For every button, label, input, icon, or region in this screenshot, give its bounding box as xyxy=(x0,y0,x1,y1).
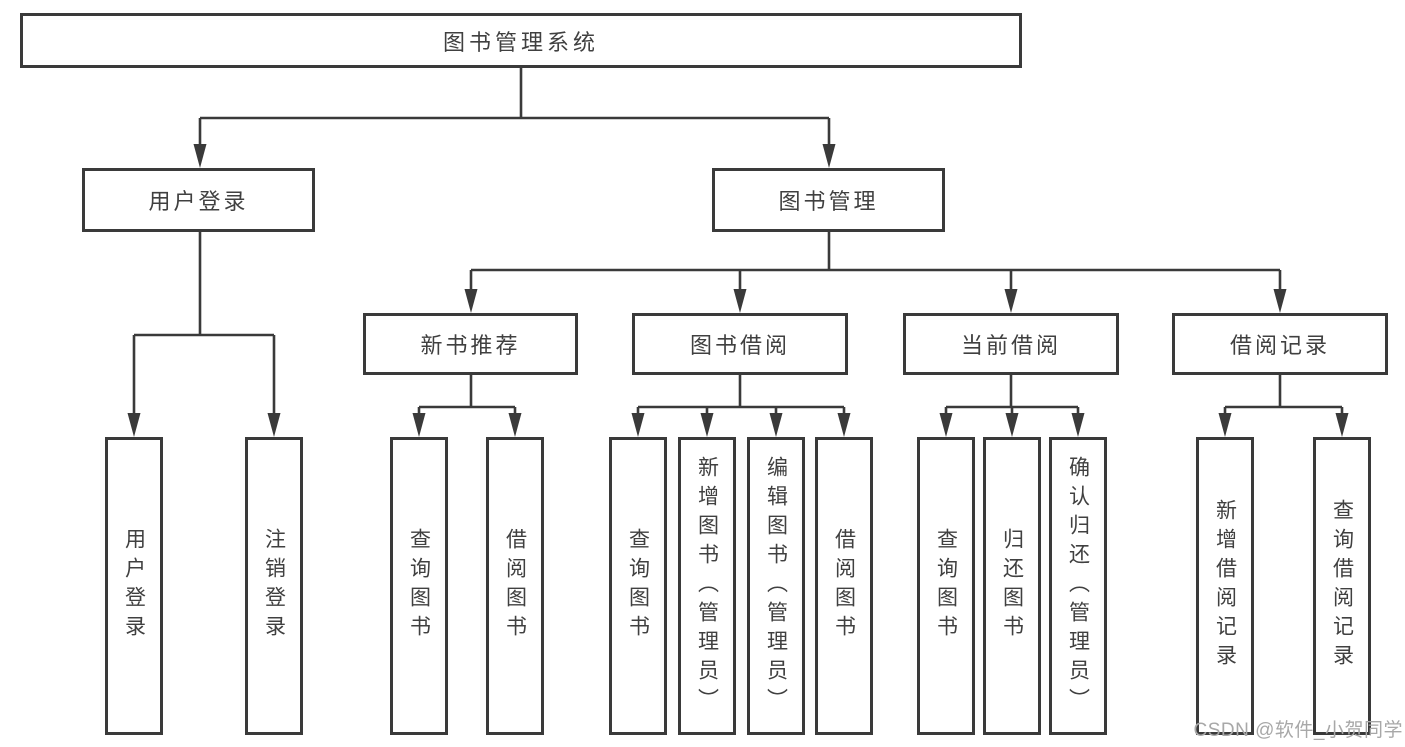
leaf-label: 注销登录 xyxy=(262,528,286,644)
node-book-management: 图书管理 xyxy=(712,168,945,232)
leaf-label: 查询图书 xyxy=(626,528,650,644)
node-label: 图书管理系统 xyxy=(442,29,599,55)
arrow-icon xyxy=(631,413,645,437)
node-borrowing-records: 借阅记录 xyxy=(1172,313,1388,375)
leaf-label: 查询借阅记录 xyxy=(1330,499,1354,673)
arrow-icon xyxy=(508,413,522,437)
node-label: 当前借阅 xyxy=(960,333,1061,358)
connector-bookborrow-to-leaves xyxy=(636,375,846,415)
arrow-icon xyxy=(822,144,836,168)
node-current-borrowing: 当前借阅 xyxy=(903,313,1119,375)
leaf-label: 借阅图书 xyxy=(832,528,856,644)
connector-newbook-to-leaves xyxy=(417,375,517,415)
leaf-label: 用户登录 xyxy=(122,528,146,644)
connector-root-to-level2 xyxy=(198,68,831,146)
leaf-edit-book-admin: 编辑图书（管理员） xyxy=(747,437,805,735)
leaf-query-books-newbook: 查询图书 xyxy=(390,437,448,735)
arrow-icon xyxy=(193,144,207,168)
arrow-icon xyxy=(1004,289,1018,313)
node-label: 图书管理 xyxy=(778,189,879,214)
leaf-label: 新增借阅记录 xyxy=(1213,499,1237,673)
arrow-icon xyxy=(1005,413,1019,437)
leaf-query-books-borrowing: 查询图书 xyxy=(609,437,667,735)
connector-records-to-leaves xyxy=(1223,375,1344,415)
arrow-icon xyxy=(412,413,426,437)
arrow-icon xyxy=(1335,413,1349,437)
leaf-label: 归还图书 xyxy=(1000,528,1024,644)
arrow-icon xyxy=(700,413,714,437)
arrow-icon xyxy=(837,413,851,437)
arrow-icon xyxy=(464,289,478,313)
arrow-icon xyxy=(1273,289,1287,313)
arrow-icon xyxy=(1071,413,1085,437)
node-label: 图书借阅 xyxy=(689,333,790,358)
node-label: 新书推荐 xyxy=(420,333,521,358)
leaf-label: 确认归还（管理员） xyxy=(1066,455,1090,717)
connector-currentborrow-to-leaves xyxy=(944,375,1080,415)
arrow-icon xyxy=(267,413,281,437)
arrow-icon xyxy=(127,413,141,437)
leaf-label: 编辑图书（管理员） xyxy=(764,455,788,717)
leaf-borrow-books-borrowing: 借阅图书 xyxy=(815,437,873,735)
node-label: 借阅记录 xyxy=(1229,333,1330,358)
connector-mgmt-to-level3 xyxy=(469,232,1282,291)
leaf-query-books-current: 查询图书 xyxy=(917,437,975,735)
leaf-logout: 注销登录 xyxy=(245,437,303,735)
leaf-query-borrow-record: 查询借阅记录 xyxy=(1313,437,1371,735)
leaf-add-borrow-record: 新增借阅记录 xyxy=(1196,437,1254,735)
arrow-icon xyxy=(733,289,747,313)
node-label: 用户登录 xyxy=(148,189,249,214)
leaf-return-books: 归还图书 xyxy=(983,437,1041,735)
leaf-label: 查询图书 xyxy=(934,528,958,644)
connector-login-to-leaves xyxy=(132,232,276,415)
leaf-label: 查询图书 xyxy=(407,528,431,644)
arrow-icon xyxy=(939,413,953,437)
arrow-icon xyxy=(1218,413,1232,437)
leaf-user-login: 用户登录 xyxy=(105,437,163,735)
node-library-management-system: 图书管理系统 xyxy=(20,13,1022,68)
node-user-login: 用户登录 xyxy=(82,168,315,232)
leaf-add-book-admin: 新增图书（管理员） xyxy=(678,437,736,735)
leaf-label: 借阅图书 xyxy=(503,528,527,644)
leaf-borrow-books-newbook: 借阅图书 xyxy=(486,437,544,735)
arrow-icon xyxy=(769,413,783,437)
leaf-confirm-return-admin: 确认归还（管理员） xyxy=(1049,437,1107,735)
node-book-borrowing: 图书借阅 xyxy=(632,313,848,375)
node-new-book-recommendation: 新书推荐 xyxy=(363,313,578,375)
leaf-label: 新增图书（管理员） xyxy=(695,455,719,717)
